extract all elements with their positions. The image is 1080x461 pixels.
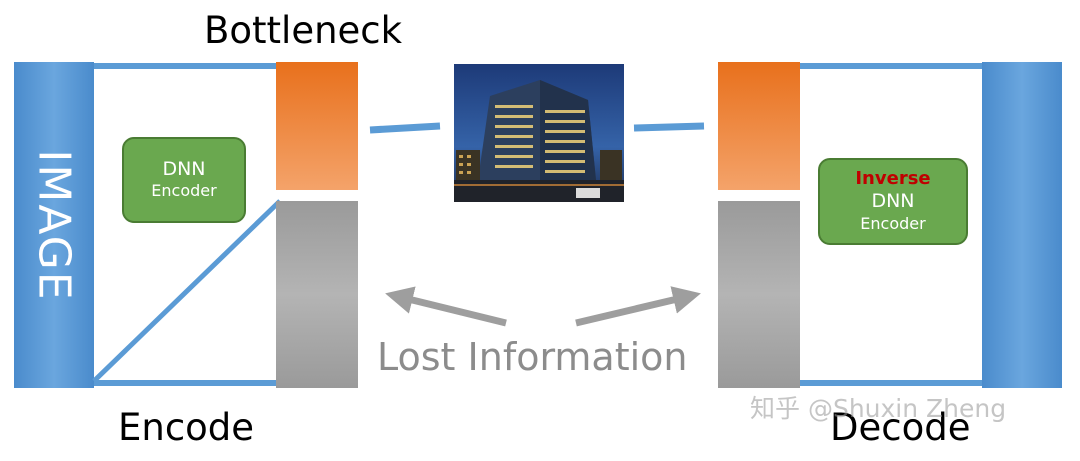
- watermark: 知乎 @Shuxin Zheng: [750, 394, 1007, 423]
- image-bar-label: IMAGE: [14, 62, 94, 388]
- decoder-box-line1: DNN: [871, 190, 915, 213]
- inverse-dnn-encoder-box: Inverse DNN Encoder: [818, 158, 968, 245]
- dnn-encoder-box: DNN Encoder: [122, 137, 246, 223]
- decoder-box-line2: Encoder: [860, 214, 926, 234]
- office-building-photo: [454, 64, 624, 202]
- lost-information-label: Lost Information: [377, 335, 688, 379]
- decoder-orange-block: [718, 62, 800, 190]
- encoder-box-line2: Encoder: [151, 181, 217, 201]
- connector-right-line: [633, 122, 705, 132]
- encode-label: Encode: [118, 406, 255, 449]
- encoder-box-line1: DNN: [162, 157, 206, 180]
- lost-info-arrow-right: [575, 286, 701, 327]
- connector-left-line: [369, 122, 441, 134]
- encoder-diagonal-line: [92, 199, 282, 383]
- image-label-text: IMAGE: [28, 148, 80, 302]
- image-bar-left: [14, 62, 94, 388]
- lost-info-arrow-left: [385, 286, 507, 327]
- image-bar-right: [982, 62, 1062, 388]
- decoder-box-highlight: Inverse: [855, 167, 931, 189]
- bottleneck-label: Bottleneck: [204, 9, 403, 52]
- encoder-orange-block: [276, 62, 358, 190]
- decoder-gray-block: [718, 201, 800, 388]
- decode-label: Decode: [830, 406, 971, 449]
- encoder-gray-block: [276, 201, 358, 388]
